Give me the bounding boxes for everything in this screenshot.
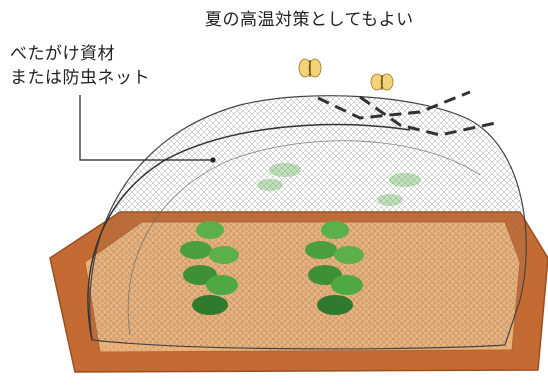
dashed-line-1 bbox=[317, 90, 471, 120]
top-caption: 夏の高温対策としてもよい bbox=[205, 10, 414, 30]
leader-line bbox=[79, 95, 213, 161]
net-tunnel bbox=[89, 95, 527, 350]
net-tunnel-inner-hoop bbox=[127, 140, 481, 336]
plant-icon bbox=[305, 221, 364, 315]
dashed-line-2 bbox=[359, 95, 501, 137]
butterfly-icon bbox=[370, 73, 394, 91]
butterfly-icon bbox=[298, 58, 322, 78]
net-label-line2: または防虫ネット bbox=[10, 68, 150, 88]
leader-dot bbox=[210, 157, 216, 163]
plant-back-icon bbox=[257, 163, 421, 206]
plant-icon bbox=[180, 221, 239, 315]
net-label-line1: べたがけ資材 bbox=[10, 44, 115, 64]
